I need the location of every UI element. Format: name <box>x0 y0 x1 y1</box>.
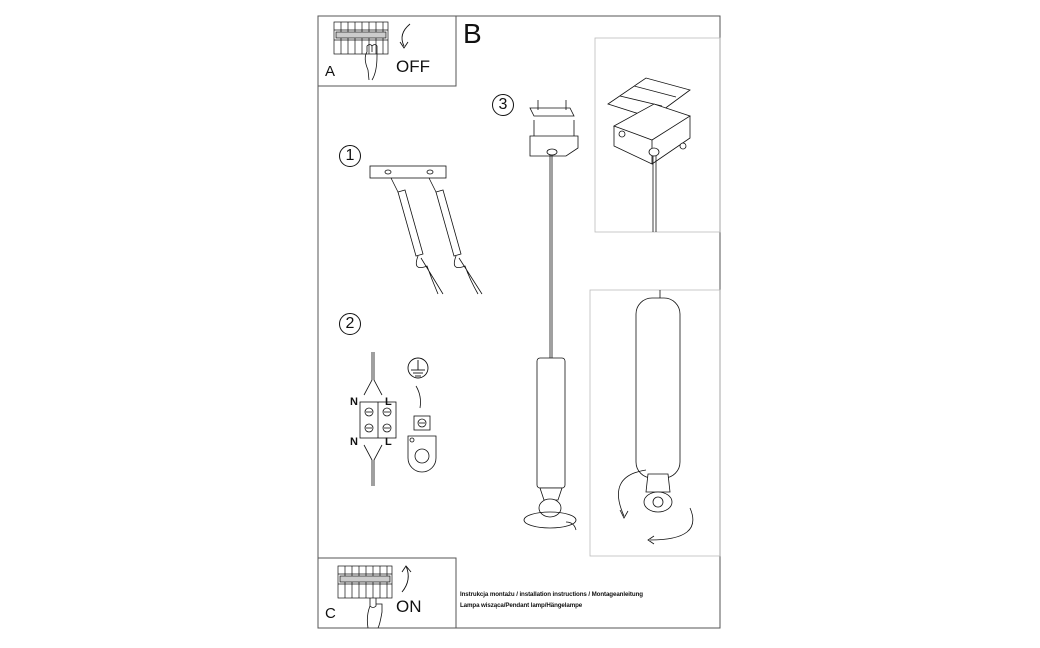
detail-frame-mount <box>594 37 721 233</box>
step-number-2: 2 <box>339 313 361 335</box>
detail-frame-bulb <box>589 289 721 557</box>
wire-label-n-top: N <box>350 396 358 408</box>
pendant-lamp <box>523 100 579 531</box>
ground-icon <box>407 357 429 379</box>
caption-line-2: Lampa wisząca/Pendant lamp/Hängelampe <box>460 602 583 609</box>
panel-a-box <box>317 15 457 87</box>
breaker-icon <box>333 21 389 55</box>
panel-c-box <box>317 557 457 629</box>
ground-bracket <box>407 385 437 473</box>
panel-b-letter: B <box>463 18 482 49</box>
breaker-icon <box>337 565 393 599</box>
arrow-down-icon <box>399 23 411 49</box>
bulb-detail <box>635 290 681 513</box>
step-number-1: 1 <box>339 145 361 167</box>
panel-a-action: OFF <box>396 57 430 76</box>
arrow-up-icon <box>401 565 412 593</box>
rotate-arrow-icon <box>618 469 694 545</box>
terminal-block <box>359 352 397 486</box>
panel-c-letter: C <box>325 605 336 622</box>
wire-label-l-top: L <box>385 396 392 408</box>
wire-label-l-bottom: L <box>385 436 392 448</box>
bulb-icon <box>538 498 562 518</box>
mount-detail <box>607 77 691 232</box>
panel-c-action: ON <box>396 597 422 616</box>
wire-label-n-bottom: N <box>350 436 358 448</box>
step-number-3: 3 <box>492 94 514 116</box>
screw-icon <box>390 177 483 295</box>
hand-icon <box>364 44 378 81</box>
ceiling-plate <box>369 165 447 179</box>
panel-a-letter: A <box>325 63 336 80</box>
caption-line-1: Instrukcja montażu / installation instru… <box>460 591 643 598</box>
hand-icon <box>366 598 383 629</box>
